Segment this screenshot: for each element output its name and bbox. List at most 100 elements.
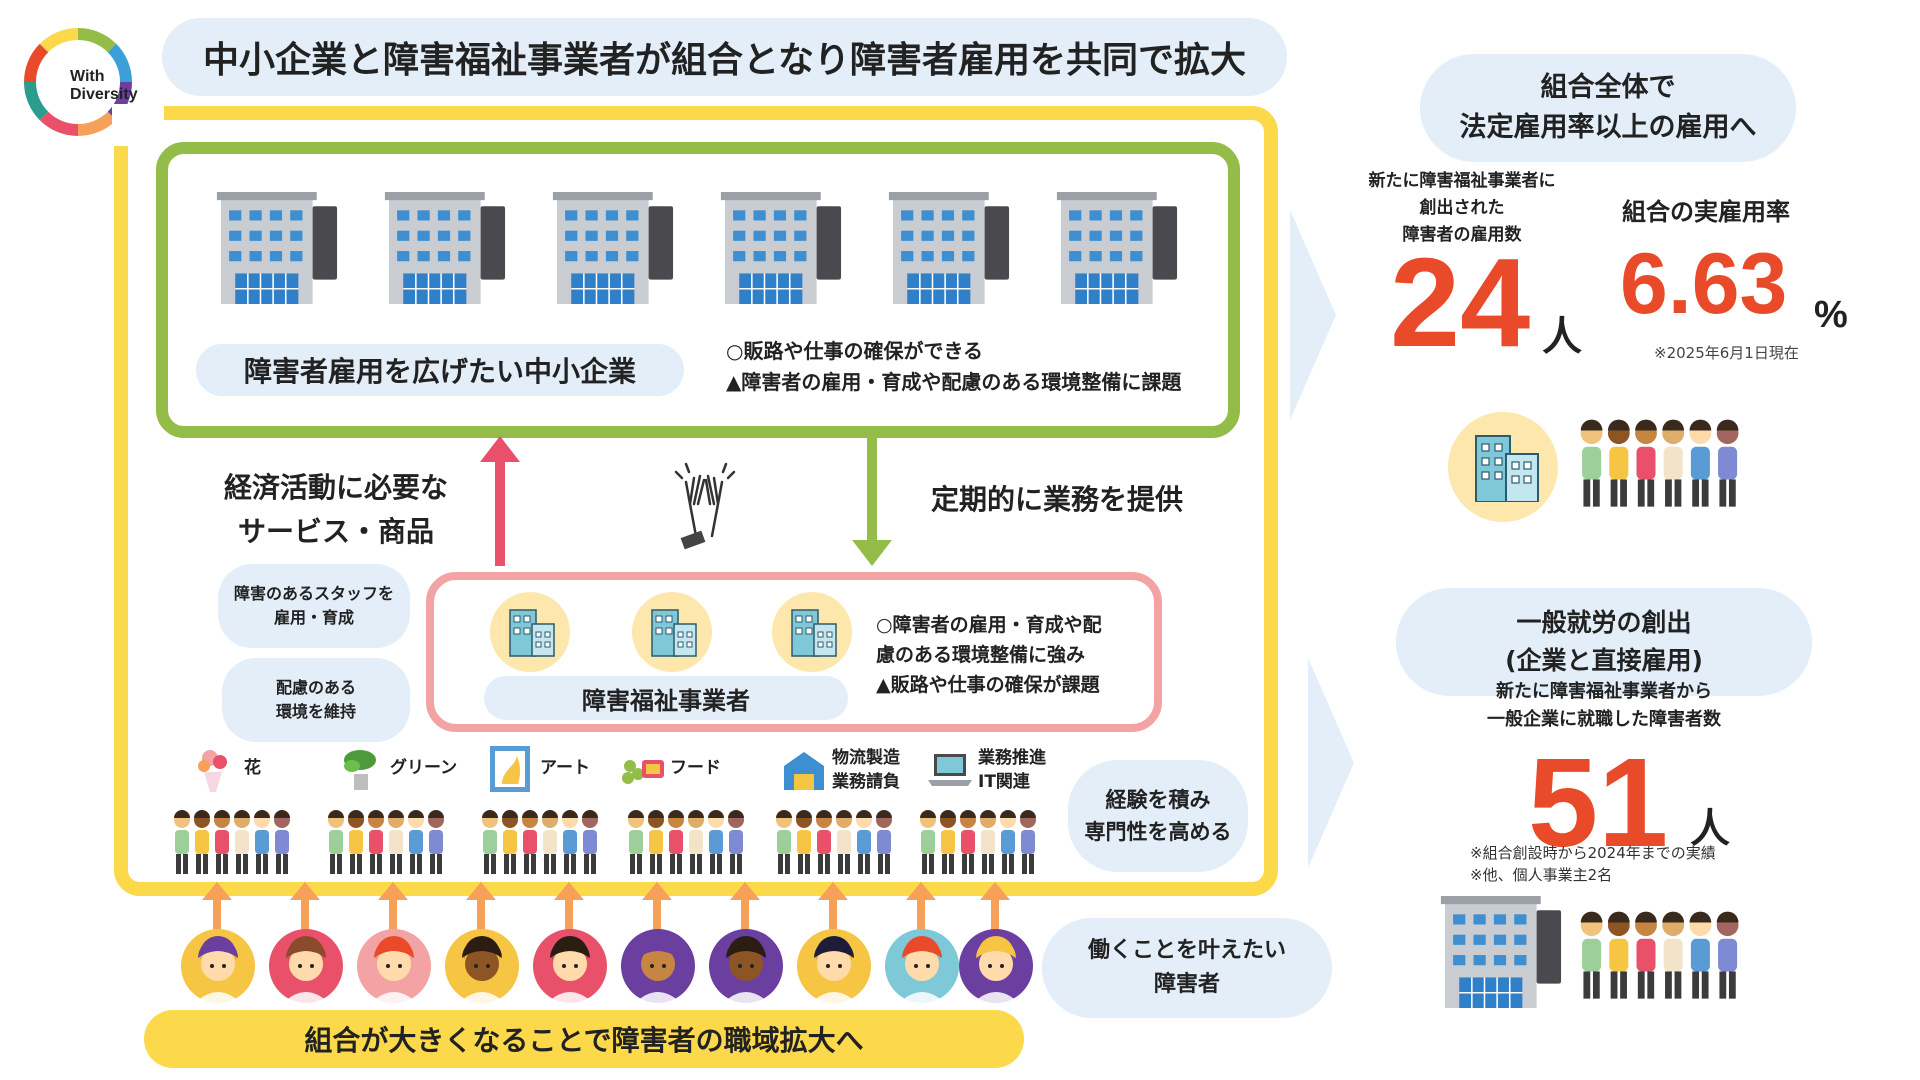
category-label-line2: IT関連 [978, 772, 1030, 792]
stats-top-left-label3: 障害者の雇用数 [1402, 225, 1522, 245]
page-title: 中小企業と障害福祉事業者が組合となり障害者雇用を共同で拡大 [162, 18, 1287, 96]
arrow-up-icon [554, 882, 584, 932]
arrow-up-icon [642, 882, 672, 932]
stats-bottom-header: 一般就労の創出 (企業と直接雇用) [1396, 588, 1812, 696]
person-avatar-icon [181, 929, 255, 1004]
category-label-line1: フード [670, 758, 721, 778]
category-label: 業務推進 IT関連 [978, 746, 1046, 794]
sme-label: 障害者雇用を広げたい中小企業 [196, 344, 684, 396]
people-group-icon [482, 810, 598, 874]
welfare-note-1: ○障害者の雇用・育成や配 [876, 614, 1102, 636]
stats-top-left-label1: 新たに障害福祉事業者に [1368, 171, 1556, 191]
stats-bottom-label1: 新たに障害福祉事業者から [1496, 681, 1712, 702]
office-building-icon [384, 192, 506, 304]
stats-bottom-header-line2: (企業と直接雇用) [1505, 646, 1703, 675]
welfare-building-icon [490, 592, 570, 672]
arrow-up-icon [906, 882, 936, 932]
stats-bottom-note2: ※他、個人事業主2名 [1470, 866, 1613, 884]
side-bubble-environment-line2: 環境を維持 [275, 702, 356, 721]
with-diversity-logo: With Diversity [20, 26, 160, 137]
warehouse-icon [784, 752, 824, 790]
side-bubble-staff-line1: 障害のあるスタッフを [233, 584, 394, 603]
sme-note-strength: ○販路や仕事の確保ができる [726, 339, 984, 363]
chevron-right-icon [1308, 658, 1354, 868]
people-group-icon [328, 810, 444, 874]
welfare-building-icon [772, 592, 852, 672]
sme-note-issue: ▲障害者の雇用・育成や配慮のある環境整備に課題 [726, 370, 1182, 394]
welfare-building-icon [632, 592, 712, 672]
welfare-label: 障害福祉事業者 [484, 676, 848, 720]
side-bubble-environment: 配慮のある環境を維持 [222, 658, 410, 742]
logo-text-line1: With [70, 68, 105, 85]
side-bubble-environment-line1: 配慮のある [275, 678, 356, 697]
high-five-icon [674, 462, 736, 550]
stats-top-header-line1: 組合全体で [1540, 72, 1676, 103]
office-building-icon [1440, 896, 1562, 1008]
left-flow-line1: 経済活動に必要な [223, 471, 448, 504]
side-bubble-staff: 障害のあるスタッフを雇用・育成 [218, 564, 410, 648]
arrow-up-icon [202, 882, 232, 932]
chevron-right-icon [1290, 210, 1336, 420]
stats-top-header-line2: 法定雇用率以上の雇用へ [1459, 112, 1757, 143]
arrow-up-icon [290, 882, 320, 932]
office-building-icon [1056, 192, 1178, 304]
arrow-down-icon [852, 436, 892, 566]
person-avatar-icon [959, 929, 1033, 1004]
category-label: グリーン [390, 756, 457, 780]
people-group-icon [174, 810, 290, 874]
person-avatar-icon [709, 929, 783, 1004]
stats-top-rate-unit: % [1814, 294, 1848, 336]
side-bubble-staff-line2: 雇用・育成 [273, 608, 354, 627]
arrow-up-icon [378, 882, 408, 932]
category-label-line1: グリーン [390, 758, 458, 778]
welfare-note-2: 慮のある環境整備に強み [876, 644, 1086, 666]
left-flow-line2: サービス・商品 [237, 515, 434, 548]
welfare-notes: ○障害者の雇用・育成や配 慮のある環境整備に強み ▲販路や仕事の確保が課題 [876, 610, 1102, 700]
stats-top-header: 組合全体で法定雇用率以上の雇用へ [1420, 54, 1796, 162]
food-icon [622, 760, 664, 784]
category-label-line2: 業務請負 [832, 772, 900, 792]
right-flow-text: 定期的に業務を提供 [930, 483, 1183, 516]
flower-bouquet-icon [198, 750, 227, 792]
arrow-up-icon [730, 882, 760, 932]
stats-bottom-note1: ※組合創設時から2024年までの実績 [1470, 844, 1716, 862]
want-to-work-line1: 働くことを叶えたい [1087, 938, 1286, 963]
want-to-work-bubble: 働くことを叶えたい障害者 [1042, 918, 1332, 1018]
sme-notes: ○販路や仕事の確保ができる ▲障害者の雇用・育成や配慮のある環境整備に課題 [726, 336, 1181, 398]
expertise-bubble: 経験を積み専門性を高める [1068, 760, 1248, 872]
category-label-line1: 物流製造 [832, 748, 900, 768]
stats-bottom-header-line1: 一般就労の創出 [1516, 608, 1692, 637]
stats-top-rate-note: ※2025年6月1日現在 [1654, 344, 1799, 362]
arrow-up-icon [818, 882, 848, 932]
office-building-icon [216, 192, 338, 304]
person-avatar-icon [621, 929, 695, 1004]
category-label-line1: アート [540, 758, 590, 778]
office-building-icon [552, 192, 674, 304]
people-group-icon [1580, 419, 1739, 507]
stats-bottom-label2: 一般企業に就職した障害者数 [1487, 709, 1721, 730]
welfare-note-3: ▲販路や仕事の確保が課題 [876, 674, 1100, 696]
logo-ring-icon [23, 27, 133, 137]
stats-top-left-label: 新たに障害福祉事業者に 創出された 障害者の雇用数 [1340, 168, 1584, 249]
stats-bottom-value: 51 [1528, 732, 1669, 873]
person-avatar-icon [797, 929, 871, 1004]
category-label-line1: 業務推進 [978, 748, 1046, 768]
person-avatar-icon [885, 929, 959, 1004]
left-flow-text: 経済活動に必要な サービス・商品 [196, 466, 476, 554]
stats-top-rate-value: 6.63 [1620, 236, 1788, 332]
person-avatar-icon [445, 929, 519, 1004]
category-label: アート [540, 756, 590, 780]
people-group-icon [1580, 911, 1739, 999]
plant-icon [344, 750, 376, 790]
arrow-up-icon [480, 436, 520, 566]
category-label: 花 [244, 756, 261, 780]
category-label: 物流製造業務請負 [832, 746, 900, 794]
expertise-line2: 専門性を高める [1084, 820, 1232, 844]
logo-text-line2: Diversity [70, 86, 138, 103]
stats-top-left-label2: 創出された [1419, 198, 1505, 218]
laptop-icon [928, 754, 972, 786]
people-group-icon [776, 810, 892, 874]
art-frame-icon [490, 746, 530, 792]
arrow-up-icon [980, 882, 1010, 932]
person-avatar-icon [357, 929, 431, 1004]
